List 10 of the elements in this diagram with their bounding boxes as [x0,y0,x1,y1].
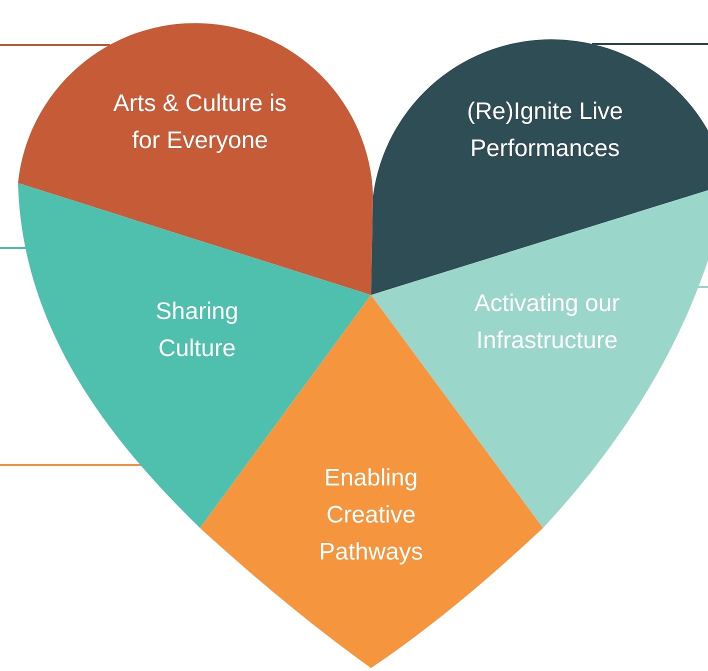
segment-label: Activating our Infrastructure [473,289,621,356]
leader-line [0,464,141,466]
leader-line [592,43,708,45]
segment-label: Arts & Culture is for Everyone [112,89,288,156]
segment-label: Enabling Creative Pathways [318,464,424,568]
leader-line [698,286,708,288]
leader-line [0,247,26,249]
segment-label: Sharing Culture [154,297,240,364]
leader-line [0,44,110,46]
segment-label: (Re)Ignite Live Performances [466,97,624,164]
